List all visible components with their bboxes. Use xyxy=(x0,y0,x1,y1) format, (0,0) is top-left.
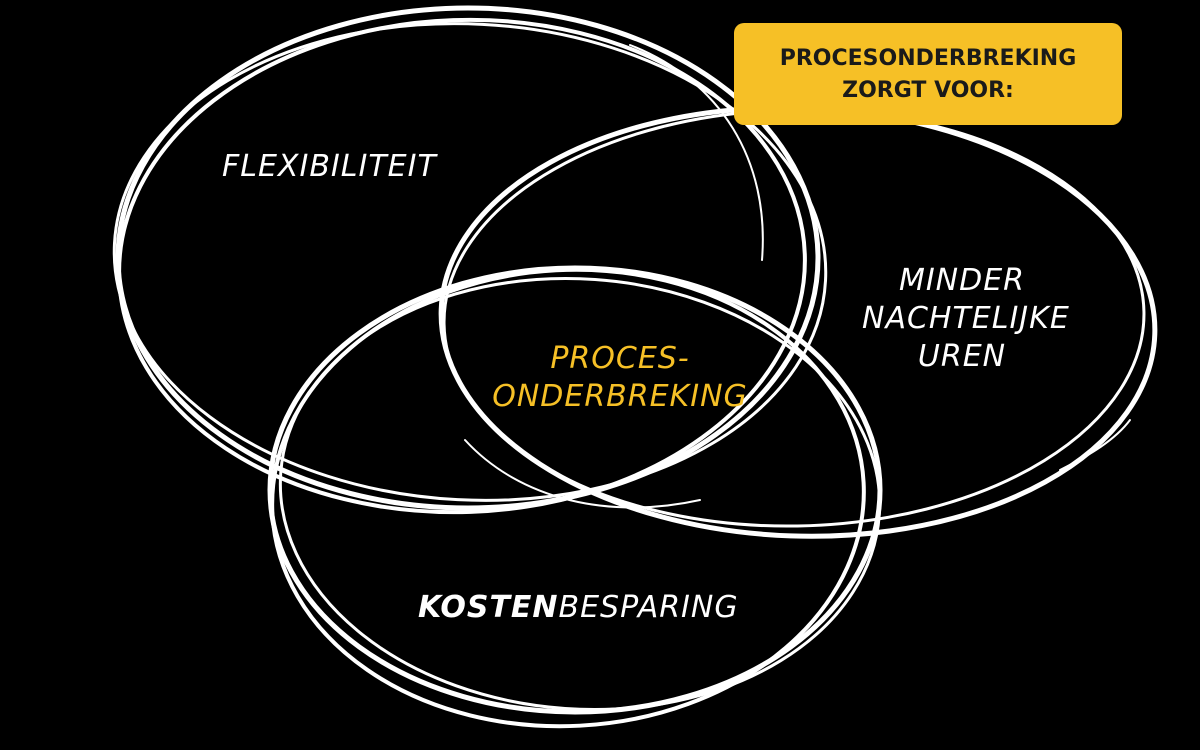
label-center: PROCES- ONDERBREKING xyxy=(490,340,750,416)
callout-line-2: ZORGT VOOR: xyxy=(842,78,1014,103)
callout-line-1: PROCESONDERBREKING xyxy=(779,46,1077,71)
label-night-hours-line-1: MINDER xyxy=(898,263,1026,298)
label-cost-savings-bold: KOSTEN xyxy=(418,590,559,625)
label-flexibility: FLEXIBILITEIT xyxy=(222,149,437,184)
sketch-stroke xyxy=(629,44,764,261)
label-center-line-1: PROCES- xyxy=(550,341,690,376)
circle-flexibility xyxy=(112,5,828,515)
label-cost-savings-regular: BESPARING xyxy=(558,590,739,625)
label-night-hours-line-3: UREN xyxy=(917,339,1007,374)
label-night-hours: MINDER NACHTELIJKE UREN xyxy=(862,262,1070,376)
sketch-stroke xyxy=(1059,419,1131,471)
callout-box: PROCESONDERBREKING ZORGT VOOR: xyxy=(734,23,1122,125)
label-center-line-2: ONDERBREKING xyxy=(492,379,748,414)
sketch-stroke xyxy=(464,439,701,509)
label-night-hours-line-2: NACHTELIJKE xyxy=(862,301,1070,336)
circle-cost-savings xyxy=(267,265,883,729)
label-cost-savings: KOSTENBESPARING xyxy=(418,589,739,627)
